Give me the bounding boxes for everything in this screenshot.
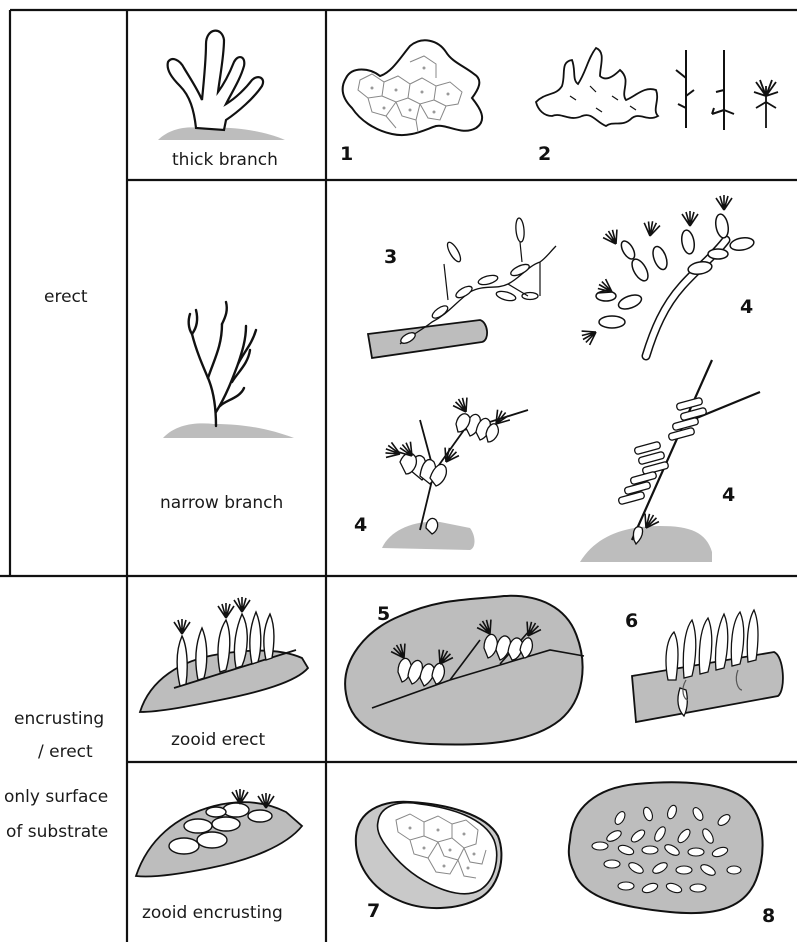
category-encrusting-line-4: of substrate: [6, 822, 108, 842]
example-number: 4: [722, 484, 735, 506]
example-4-whorled-fans: [382, 395, 528, 550]
growth-form-zooid-encrusting: zooid encrusting: [142, 903, 283, 923]
zooid-encrusting-icon: [136, 789, 302, 877]
growth-form-zooid-erect: zooid erect: [171, 730, 265, 750]
example-number: 7: [367, 900, 380, 922]
narrow-branch-icon: [163, 302, 294, 438]
growth-form-narrow-branch: narrow branch: [160, 493, 283, 513]
thick-branch-icon: [158, 31, 285, 140]
example-number: 8: [762, 905, 775, 927]
category-encrusting-line-3: only surface: [4, 787, 108, 807]
zooid-erect-icon: [140, 597, 308, 712]
example-number: 5: [377, 603, 390, 625]
example-number: 4: [740, 296, 753, 318]
example-number: 3: [384, 246, 397, 268]
example-7-encrusting-sheet: [356, 802, 502, 908]
example-number: 2: [538, 143, 551, 165]
category-encrusting-line-2: / erect: [38, 742, 93, 762]
category-encrusting-line-1: encrusting: [14, 709, 104, 729]
example-number: 6: [625, 610, 638, 632]
example-6-erect-tubes: [632, 610, 783, 722]
example-1-thick-colony: [343, 40, 482, 135]
growth-form-thick-branch: thick branch: [172, 150, 278, 170]
category-erect: erect: [44, 287, 88, 307]
example-4-spiral-coils: [580, 360, 760, 562]
example-number: 1: [340, 143, 353, 165]
example-8-zooid-cluster: [569, 782, 763, 913]
example-4-branching-lophophores: [579, 195, 755, 356]
example-2-spiny-branches: [536, 48, 778, 130]
example-3-thin-colony: [368, 218, 556, 358]
example-number: 4: [354, 514, 367, 536]
